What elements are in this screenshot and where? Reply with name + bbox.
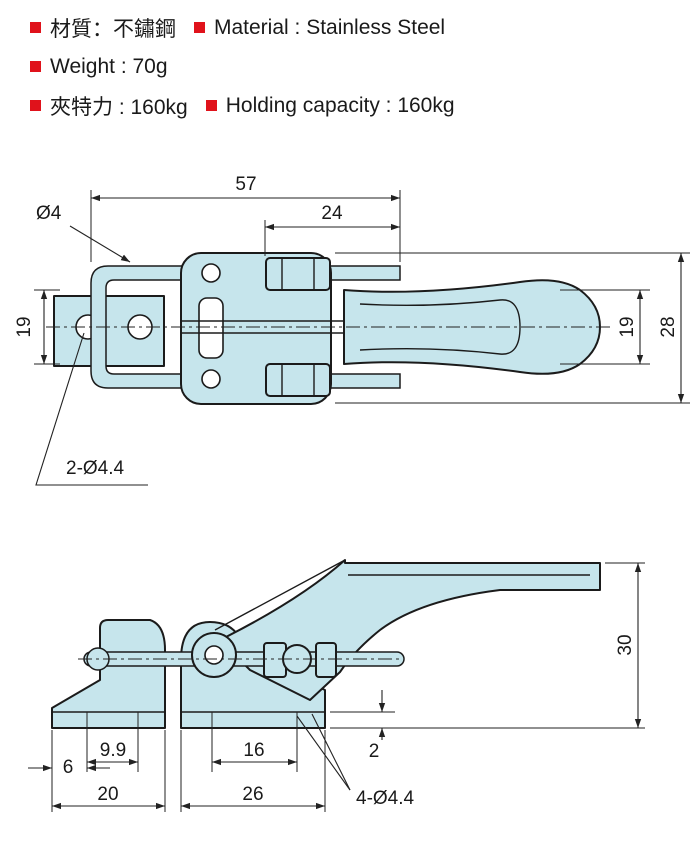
spec-item: Weight : 70g — [30, 55, 168, 79]
leader-mount-holes — [35, 332, 148, 486]
center-slot — [198, 297, 224, 359]
spec-list: 材質：不鏽鋼 Material : Stainless Steel Weight… — [30, 8, 690, 125]
rivet-bottom — [201, 369, 221, 389]
dim-26: 26 — [242, 784, 263, 805]
red-square-bullet-icon — [30, 100, 41, 111]
spec-row-weight: Weight : 70g — [30, 47, 690, 86]
dim-overall-length: 57 — [235, 174, 256, 195]
dim-left-height: 19 — [14, 316, 35, 337]
spec-label: 夾特力 : 160kg — [50, 95, 188, 119]
catch-base — [51, 619, 166, 729]
dim-right-height: 19 — [617, 316, 638, 337]
spec-label: 材質：不鏽鋼 — [50, 17, 176, 41]
dim-9-9: 9.9 — [100, 740, 126, 761]
red-square-bullet-icon — [194, 22, 205, 33]
dim-20: 20 — [97, 784, 118, 805]
spec-item: 夾特力 : 160kg — [30, 91, 188, 121]
top-view: 57 24 Ø4 19 19 28 2-Ø4.4 — [14, 174, 690, 486]
red-square-bullet-icon — [205, 100, 217, 111]
side-nut-right — [315, 642, 337, 678]
dim-side-mount-holes: 4-Ø4.4 — [356, 788, 415, 809]
dim-side-height: 30 — [615, 634, 636, 655]
spec-row-material: 材質：不鏽鋼 Material : Stainless Steel — [30, 8, 690, 47]
spec-item: Holding capacity : 160kg — [205, 93, 455, 118]
dim-16: 16 — [243, 740, 264, 761]
spec-label: Material : Stainless Steel — [214, 15, 446, 39]
pivot-hole — [204, 645, 224, 665]
adjust-nut-top — [265, 257, 331, 291]
dim-loop-wire: Ø4 — [36, 203, 62, 224]
red-square-bullet-icon — [30, 61, 41, 72]
spec-row-capacity: 夾特力 : 160kg Holding capacity : 160kg — [30, 86, 690, 125]
dim-6: 6 — [63, 757, 74, 778]
spec-item: 材質：不鏽鋼 — [30, 13, 176, 43]
dim-handle-length: 24 — [321, 203, 343, 224]
dim-mount-holes: 2-Ø4.4 — [66, 458, 125, 479]
dim-total-height: 28 — [658, 316, 679, 337]
side-handle — [219, 559, 601, 701]
spec-item: Material : Stainless Steel — [194, 16, 445, 40]
side-view: 30 2 6 9.9 20 16 26 4-Ø4.4 — [28, 559, 645, 812]
spec-label: Holding capacity : 160kg — [225, 93, 455, 117]
rivet-top — [201, 263, 221, 283]
red-square-bullet-icon — [30, 22, 41, 33]
dim-clearance: 2 — [369, 741, 380, 762]
leader-loop-wire — [69, 225, 131, 263]
spec-label: Weight : 70g — [50, 54, 168, 78]
wire-u-loop — [90, 265, 401, 389]
adjust-nut-bottom — [265, 363, 331, 397]
